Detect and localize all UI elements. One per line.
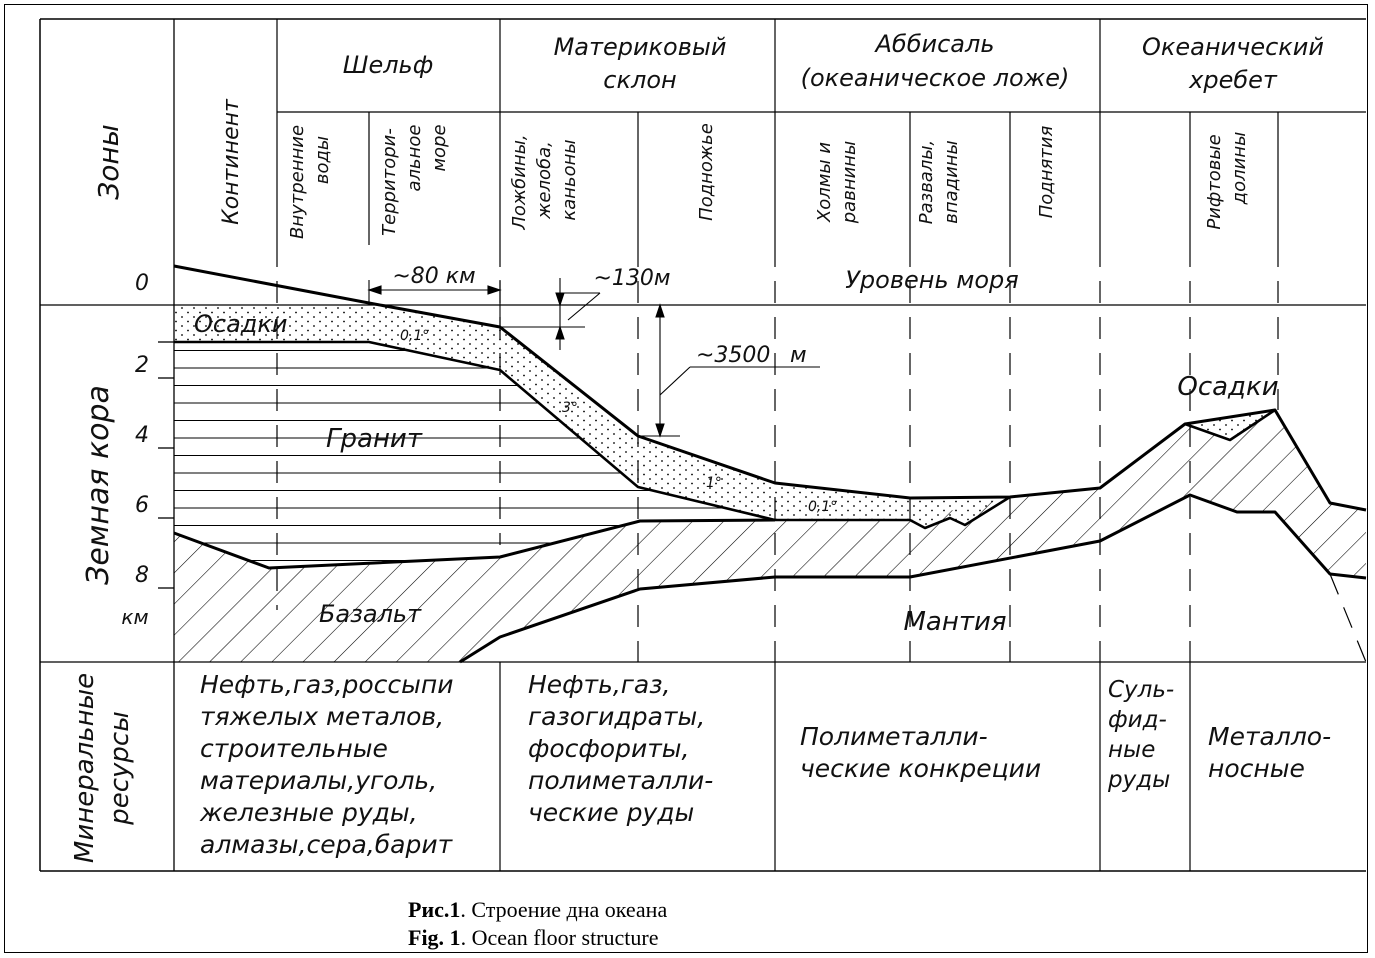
- zone-hills-1: Холмы и: [814, 142, 835, 223]
- zone-abyssal-2: (океаническое ложе): [801, 64, 1070, 92]
- res-abyssal-1: Полиметалли-: [800, 722, 988, 751]
- zone-slope-2: склон: [603, 66, 676, 94]
- sediments-left-label: Осадки: [194, 310, 287, 338]
- res-slope-2: газогидраты,: [528, 702, 705, 731]
- caption-ru: Рис.1. Строение дна океана: [408, 897, 667, 923]
- caption-en: Fig. 1. Ocean floor structure: [408, 925, 658, 951]
- res-abyssal-2: ческие конкреции: [800, 754, 1041, 783]
- depth-tick-6: 6: [135, 493, 149, 518]
- zone-rift-1: Рифтовые: [1204, 134, 1225, 229]
- zone-faults-1: Развалы,: [916, 140, 937, 225]
- angle-slope: 3°: [562, 400, 578, 416]
- zone-territorial-1: Территори-: [379, 128, 400, 236]
- zone-inner-waters-2: воды: [312, 136, 333, 184]
- zone-inner-waters-1: Внутренние: [287, 125, 308, 239]
- slope-depth-label: ~3500: [696, 343, 770, 368]
- distance-label: ~80 км: [392, 264, 475, 289]
- res-continent-4: материалы,уголь,: [200, 766, 437, 795]
- caption-ru-label: Рис.1: [408, 897, 460, 922]
- res-continent-1: Нефть,газ,россыпи: [200, 670, 453, 699]
- depth-tick-4: 4: [135, 423, 149, 448]
- crust-header: Земная кора: [81, 385, 116, 585]
- res-ridge-2: носные: [1208, 754, 1305, 783]
- shelf-depth-label: ~130м: [593, 266, 670, 291]
- slope-depth-unit: м: [790, 343, 807, 368]
- res-continent-5: железные руды,: [199, 798, 418, 827]
- res-slope-5: ческие руды: [528, 798, 694, 827]
- res-rift-2: фид-: [1108, 707, 1167, 733]
- res-rift-1: Суль-: [1108, 677, 1174, 703]
- res-ridge-1: Металло-: [1208, 722, 1331, 751]
- zones-header: Зоны: [92, 124, 125, 200]
- sediments-right-label: Осадки: [1177, 372, 1278, 402]
- res-continent-3: строительные: [200, 734, 388, 763]
- zone-territorial-3: море: [429, 124, 450, 171]
- depth-unit: км: [121, 605, 148, 629]
- resources-header-2: ресурсы: [105, 711, 135, 826]
- zone-uplifts: Поднятия: [1036, 126, 1057, 219]
- zone-continent: Континент: [219, 98, 244, 225]
- zone-slope-1: Материковый: [554, 33, 727, 61]
- depth-axis: [158, 342, 174, 588]
- zone-rift-2: долины: [1229, 132, 1250, 206]
- mantle-label: Мантия: [903, 607, 1006, 637]
- depth-tick-0: 0: [135, 271, 149, 296]
- zone-troughs-2: желоба,: [534, 141, 555, 220]
- angle-foot: 1°: [706, 475, 722, 491]
- zone-ridge-1: Океанический: [1142, 33, 1324, 61]
- caption-en-text: . Ocean floor structure: [461, 925, 659, 950]
- res-slope-1: Нефть,газ,: [528, 670, 671, 699]
- zone-faults-2: впадины: [941, 140, 962, 224]
- zone-shelf: Шельф: [343, 51, 433, 79]
- res-rift-3: ные: [1108, 737, 1155, 763]
- res-continent-6: алмазы,сера,барит: [200, 830, 454, 859]
- zone-hills-2: равнины: [839, 141, 860, 225]
- zone-foot: Подножье: [696, 123, 717, 221]
- caption-ru-text: . Строение дна океана: [460, 897, 667, 922]
- basalt-label: Базальт: [319, 600, 422, 628]
- res-rift-4: руды: [1107, 767, 1170, 793]
- zone-troughs-3: каньоны: [559, 139, 580, 220]
- zone-ridge-2: хребет: [1188, 66, 1278, 94]
- sea-level-label: Уровень моря: [845, 266, 1018, 294]
- caption-en-label: Fig. 1: [408, 925, 461, 950]
- depth-tick-8: 8: [135, 563, 149, 588]
- zone-troughs-1: Ложбины,: [509, 134, 530, 230]
- res-slope-4: полиметалли-: [528, 766, 713, 795]
- angle-abyssal: 0,1°: [808, 499, 837, 515]
- res-continent-2: тяжелых металов,: [200, 702, 444, 731]
- res-slope-3: фосфориты,: [528, 734, 689, 763]
- granite-label: Гранит: [326, 424, 423, 454]
- angle-shelf: 0,1°: [400, 328, 429, 344]
- depth-tick-2: 2: [135, 353, 149, 378]
- zone-territorial-2: альное: [404, 125, 425, 192]
- zone-abyssal-1: Аббисаль: [873, 30, 994, 58]
- resources-header-1: Минеральные: [70, 673, 100, 863]
